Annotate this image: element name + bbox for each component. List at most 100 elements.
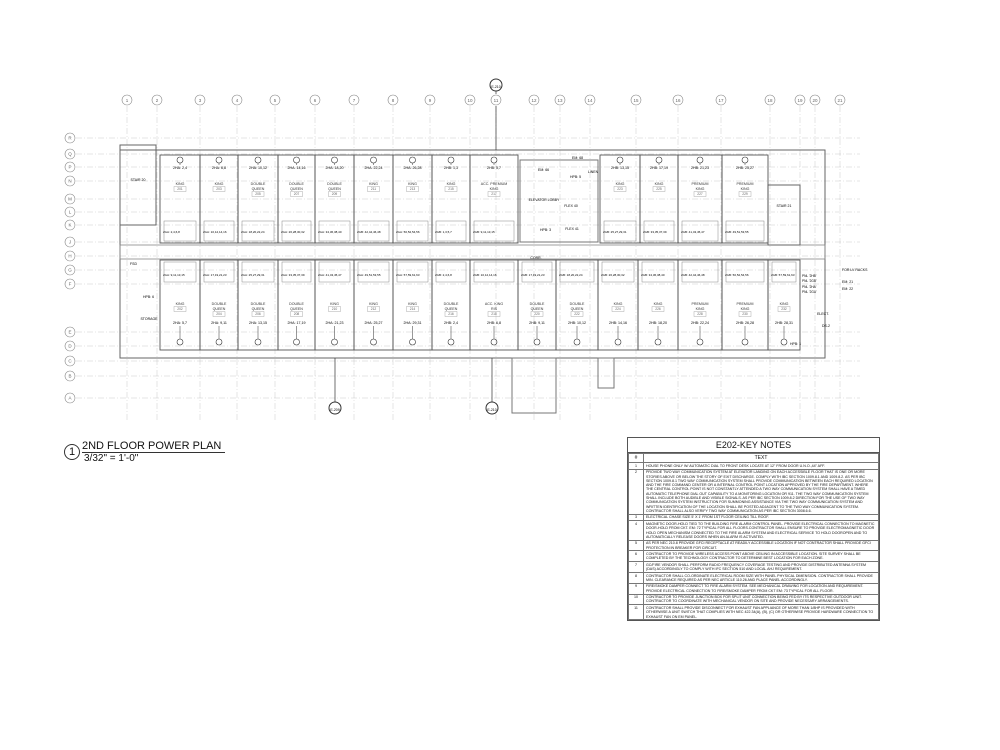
room-tag: [444, 311, 458, 317]
room-tag: [738, 191, 752, 197]
bath-circuit: 2GA: 50,52,54,56: [396, 230, 420, 234]
grid-bubble: [64, 370, 76, 382]
key-note-number: 10: [628, 593, 644, 606]
bath-circuit: 2GB: 41,43,45,47: [681, 230, 705, 234]
room-type: DOUBLE: [289, 182, 304, 186]
grid-bubble: [715, 94, 727, 106]
grid-bubble: [231, 94, 243, 106]
room-tag: [652, 186, 666, 192]
bathroom: [681, 261, 719, 283]
room-number: 217: [491, 192, 497, 196]
elect-label: ELECT.: [817, 312, 829, 316]
bath-circuit: 2GA: 49,51,53,55: [357, 273, 381, 277]
key-note-text: FIRE/SMOKE DAMPER CONNECT TO FIRE ALARM …: [643, 582, 879, 595]
em-68: EM: 68: [572, 156, 583, 160]
bath-circuit: 2GB: 1,3,5,7: [435, 230, 452, 234]
section-ref: E-210: [491, 85, 500, 89]
section-marker-e210-south[interactable]: E-210: [485, 358, 499, 415]
ptac-receptacle-icon: [655, 156, 663, 164]
ds-label: DS-2: [822, 324, 830, 328]
grid-bubble: [554, 94, 566, 106]
ptac-receptacle-icon: [696, 338, 704, 346]
room-tag: [406, 186, 419, 192]
room-circuit: 2HA: 18,20: [326, 166, 344, 170]
section-ref: E-210: [487, 408, 496, 412]
room-circuit: 2HB: 5,7: [487, 166, 501, 170]
hpb-5: HPB: 5: [570, 175, 581, 179]
flex-2-label: FLEX 41: [565, 227, 579, 231]
room-number: 228: [697, 312, 703, 316]
room-number: 216: [448, 312, 454, 316]
grid-row-label: H: [68, 254, 71, 259]
key-note-text: PROVIDE TWO WAY COMMUNICATION SYSTEM AT …: [643, 468, 879, 515]
bathroom: [318, 220, 351, 242]
section-marker-e209[interactable]: E-209: [328, 358, 342, 415]
south-ramp: [597, 357, 615, 389]
room-type: KING: [490, 187, 499, 191]
fsd-label: FSD: [130, 262, 137, 266]
room-circuit: 2HB: 10,12: [568, 321, 586, 325]
ptac-receptacle-icon: [741, 156, 749, 164]
grid-bubble: [64, 326, 76, 338]
room-tag: [173, 186, 187, 192]
em-66: EM: 66: [538, 168, 549, 172]
room-type: KING: [741, 307, 750, 311]
room-number: 209: [332, 192, 338, 196]
room-number: 214: [410, 307, 416, 311]
room-tag: [406, 306, 419, 312]
bath-circuit: 2GB: 9,11,13,15: [473, 230, 495, 234]
grid-column-label: 17: [718, 98, 724, 103]
room-number: 224: [615, 307, 621, 311]
bathroom: [435, 220, 467, 242]
room-tag: [328, 191, 341, 197]
room-type: DOUBLE: [251, 302, 266, 306]
bath-circuit: 2GB: 2,4,6,8: [435, 273, 452, 277]
grid-bubble: [64, 250, 76, 262]
ptac-receptacle-icon: [780, 338, 788, 346]
room-type: KING: [696, 187, 705, 191]
grid-row-label: L: [69, 210, 72, 215]
grid-bubble: [64, 175, 76, 187]
room-circuit: 2HA: 26,28: [404, 166, 422, 170]
room-number: 226: [655, 307, 661, 311]
section-marker-e210-north[interactable]: E-210: [489, 78, 503, 150]
grid-bubble: [630, 94, 642, 106]
room-number: 201: [177, 187, 183, 191]
plan-title: 2ND FLOOR POWER PLAN: [82, 440, 226, 453]
room-type: KING: [330, 302, 339, 306]
room-type: DOUBLE: [327, 182, 342, 186]
grid-row-label: E: [68, 330, 71, 335]
room-type: PREMIUM: [737, 302, 754, 306]
bathroom: [521, 261, 553, 283]
room-number: 230: [742, 312, 748, 316]
bath-circuit: 2GB: 18,20,22,24: [559, 273, 583, 277]
room-circuit: 2HA: 22,24: [365, 166, 383, 170]
ptac-receptacle-icon: [533, 338, 541, 346]
bathroom: [771, 261, 797, 283]
grid-bubble: [834, 94, 846, 106]
